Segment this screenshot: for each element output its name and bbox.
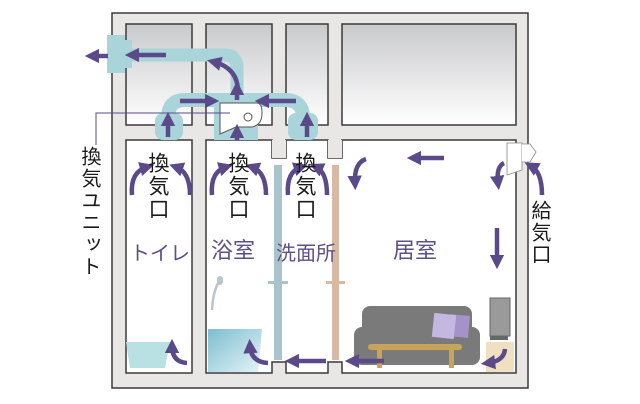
exhaust-port-label-washroom: 換気口 [293, 152, 317, 221]
arrow-living-curl-left [347, 156, 367, 191]
cold-water-pipe [274, 165, 282, 360]
arrow-living-curl-right [489, 160, 506, 191]
arrow-tv-curl [480, 348, 508, 370]
arrow-wash-curl-left [285, 162, 308, 196]
room-label-toilet: トイレ [130, 241, 190, 265]
room-label-washroom: 洗面所 [276, 241, 336, 265]
airflow-arrows [84, 47, 545, 370]
arrow-wash-curl-right [309, 163, 330, 196]
arrow-bath-curl-right [245, 162, 269, 196]
ventilation-unit-label: 換気ユニット [78, 146, 102, 278]
room-label-bathroom: 浴室 [211, 239, 256, 264]
unit-leader-line [95, 112, 230, 145]
duct-outlet-flange [122, 40, 132, 68]
supply-port [506, 142, 537, 176]
supply-port-label: 給気口 [528, 200, 552, 266]
room-toilet [125, 139, 193, 374]
toilet-bowl [126, 342, 170, 368]
arrow-toilet-curl-right [169, 162, 193, 196]
arrow-supply-in [524, 162, 545, 196]
wall-wash-living-top [328, 140, 342, 158]
attic-window-4 [341, 23, 517, 126]
hot-water-pipe [332, 165, 339, 360]
shower-head [217, 276, 223, 285]
cushion-front [431, 312, 457, 340]
exhaust-port-label-toilet: 換気口 [146, 152, 170, 221]
bathtub [208, 329, 262, 372]
duct-drop-wash [288, 113, 318, 140]
arrow-bath-curl-left [209, 162, 233, 196]
arrow-toilet-floor-curl [164, 338, 188, 366]
attic-window-1 [125, 23, 193, 126]
tv-base [490, 336, 508, 340]
hot-water-valve [326, 281, 345, 284]
cold-water-valve [268, 281, 288, 284]
room-label-living: 居室 [393, 239, 438, 264]
arrow-toilet-curl-left [129, 162, 154, 196]
arrow-bath-floor-curl [243, 338, 269, 366]
exhaust-port-label-bathroom: 換気口 [226, 152, 250, 221]
coffee-table [368, 344, 462, 368]
duct-outlet-cap [107, 35, 125, 73]
tv-screen [489, 297, 511, 337]
wall-bath-wash-top [272, 140, 286, 158]
